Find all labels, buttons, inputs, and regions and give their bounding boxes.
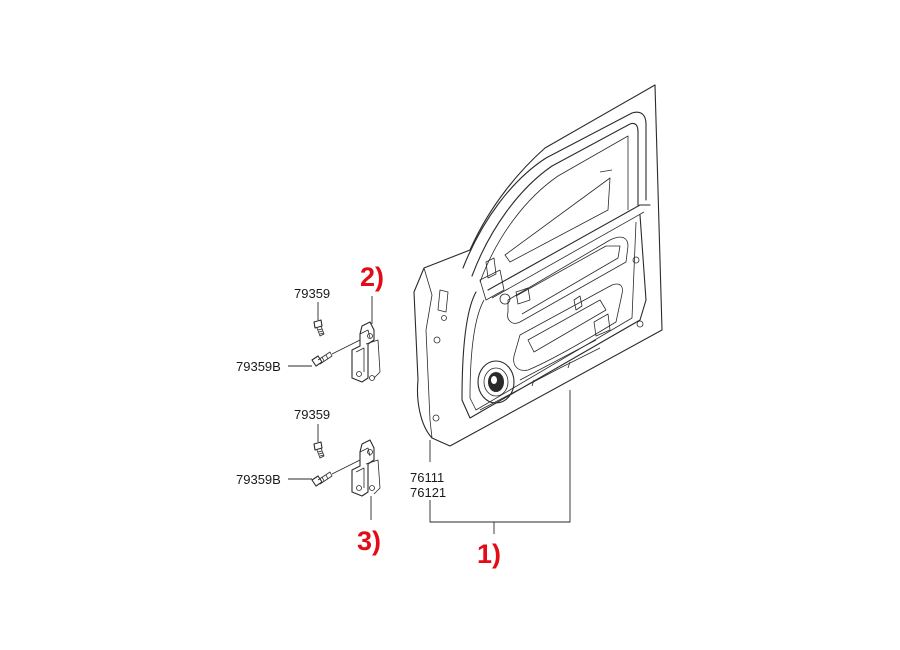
label-upper-bolt-b: 79359B <box>236 359 281 374</box>
callout-upper-hinge: 2) <box>360 262 384 292</box>
label-lower-bolt: 79359 <box>294 407 330 422</box>
leader-lines <box>288 296 571 534</box>
lower-bolt-79359b <box>311 459 361 487</box>
lower-bolt-79359 <box>313 441 325 459</box>
upper-bolt-79359b <box>311 339 361 367</box>
front-door-panel <box>413 84 663 447</box>
label-door-panel-right: 76121 <box>410 485 446 500</box>
label-lower-bolt-b: 79359B <box>236 472 281 487</box>
label-door-panel-left: 76111 <box>410 470 444 485</box>
label-upper-bolt: 79359 <box>294 286 330 301</box>
callout-lower-hinge: 3) <box>357 526 381 556</box>
lower-hinge <box>351 439 381 497</box>
upper-bolt-79359 <box>313 319 325 337</box>
callout-door: 1) <box>477 539 501 569</box>
upper-hinge <box>351 321 381 383</box>
